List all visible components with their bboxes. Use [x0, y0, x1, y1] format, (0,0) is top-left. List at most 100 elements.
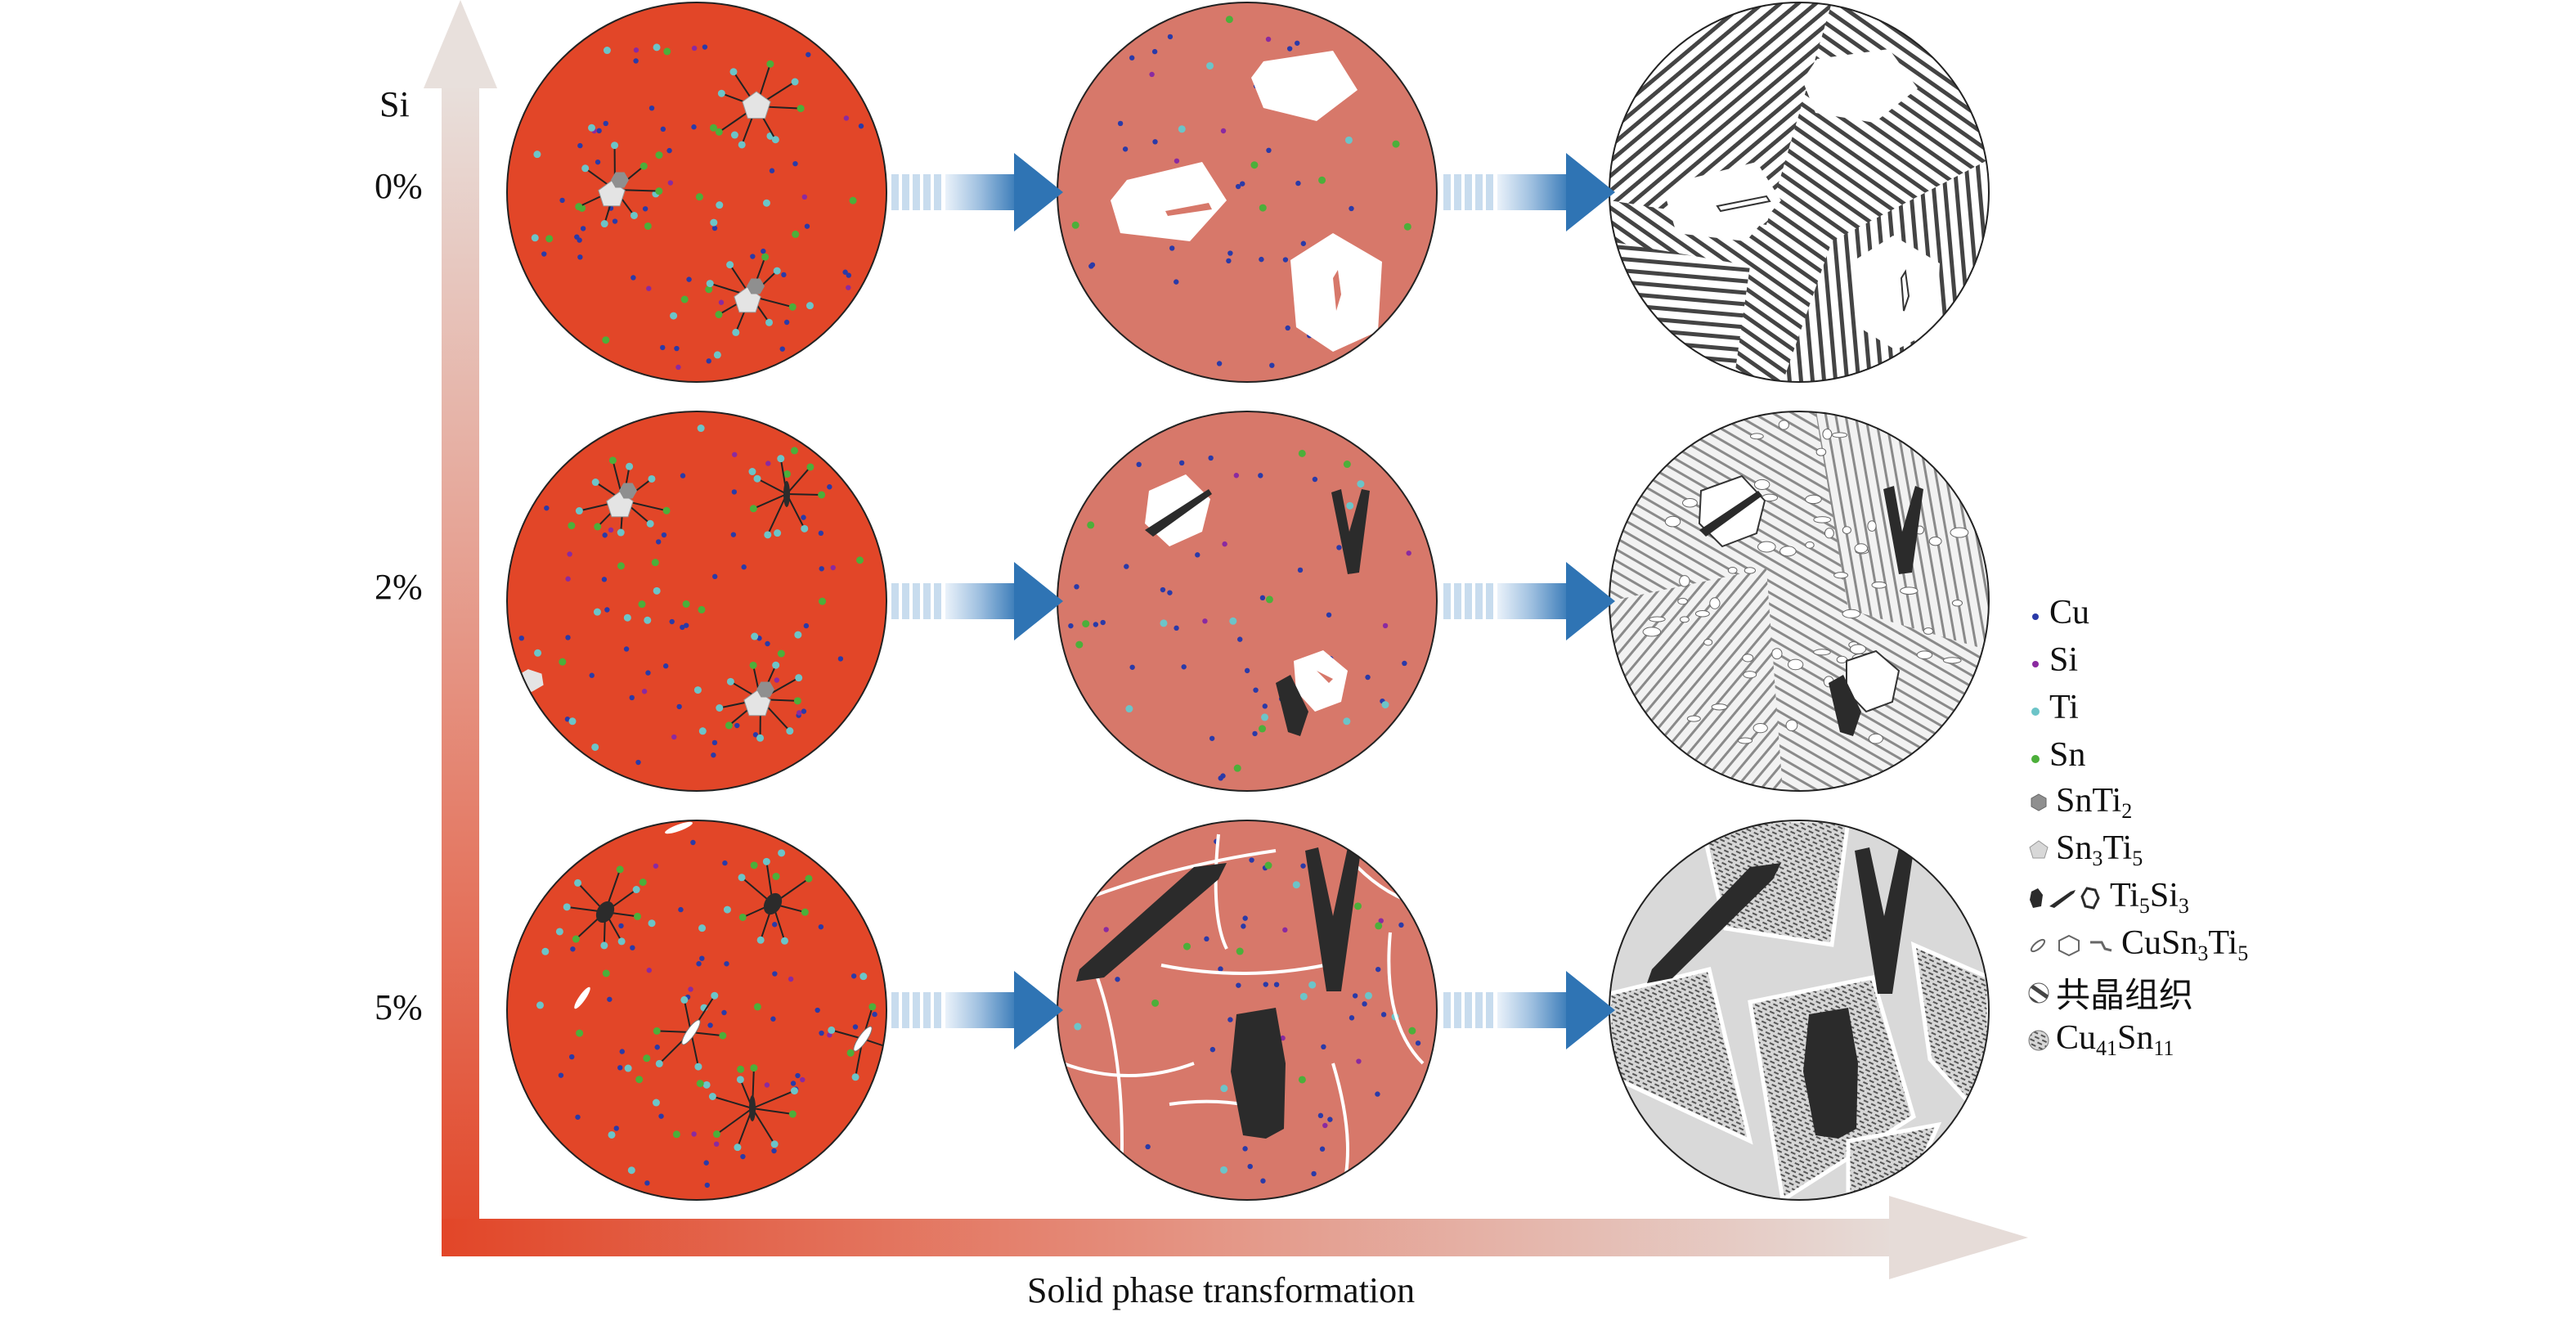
legend-si: Si [2026, 636, 2576, 684]
cusn3ti5-particle [1753, 723, 1767, 732]
y-axis-label: Si [379, 83, 410, 125]
cu-dot [644, 1180, 649, 1185]
cu-dot [662, 532, 666, 537]
atom-dot [609, 456, 617, 464]
sn-dot [1183, 943, 1191, 950]
atom-dot [640, 163, 648, 170]
cu-dot [740, 1154, 745, 1159]
si-dot [671, 735, 676, 739]
si-dot [719, 300, 724, 305]
cu-dot [731, 532, 736, 537]
sn-dot [697, 1080, 704, 1087]
ti-dot [698, 924, 706, 932]
atom-dot [777, 455, 784, 462]
atom-dot [655, 187, 662, 195]
cu-dot [1295, 41, 1299, 46]
cu-dot [660, 345, 665, 350]
si-dot [688, 986, 693, 991]
ti-dot [569, 717, 577, 725]
cu-dot [630, 945, 635, 950]
ti-dot [1308, 982, 1316, 989]
arrow-stripe [934, 583, 941, 619]
ti5si3-nucleus [749, 1095, 756, 1121]
cu-dot [1252, 731, 1257, 736]
sn-dot [1075, 641, 1083, 649]
cu-dot [1152, 139, 1157, 144]
arrow-stripe [1454, 992, 1461, 1028]
si-dot [774, 677, 779, 682]
cu-dot [1260, 1179, 1265, 1184]
cu-dot [1136, 462, 1141, 467]
cu-dot [691, 124, 696, 129]
atom-dot [648, 475, 655, 483]
cusn3ti5-particle [1643, 627, 1661, 636]
cu-dot [618, 923, 623, 928]
sn-dot [640, 878, 647, 886]
cu-dot [577, 254, 582, 259]
atom-dot [716, 311, 723, 318]
cu-dot [690, 840, 695, 845]
cu-dot [676, 704, 681, 709]
cu-dot [1258, 473, 1263, 478]
cu-dot [801, 514, 806, 519]
ti-dot [1220, 1085, 1227, 1092]
cu-dot [705, 1183, 710, 1188]
sn-dot [643, 1054, 650, 1062]
cu-dot [670, 619, 675, 624]
ti-dot [594, 609, 601, 616]
cu-dot [1266, 148, 1271, 153]
legend-ti5si3: Ti5Si3 [2026, 874, 2576, 921]
cu-dot [656, 539, 661, 544]
transition-arrow-2a [891, 971, 1063, 1049]
sn-dot [1234, 765, 1241, 772]
atom-dot [797, 105, 805, 112]
cu-dot [658, 1113, 663, 1118]
cu-dot [1336, 545, 1341, 550]
cu-dot [1115, 977, 1120, 982]
legend: Cu Si Ti Sn SnTi2 Sn3Ti5 Ti5 [2026, 589, 2576, 1063]
cusn3ti5-particle [1728, 568, 1737, 574]
cu-dot [645, 670, 650, 675]
cu-dot [1118, 121, 1123, 126]
cu-dot [853, 1024, 858, 1029]
arrow-stripe [923, 583, 931, 619]
cu-dot [722, 860, 727, 865]
cu-dot [1123, 146, 1128, 151]
cusn3ti5-particle [1814, 517, 1831, 523]
arrow-stripe [1486, 174, 1493, 210]
cu-dot [1226, 258, 1231, 263]
cu-dot [575, 1115, 580, 1120]
atom-dot [656, 1060, 663, 1067]
cu-dot [1218, 966, 1223, 971]
cu-dot [614, 1126, 619, 1130]
cusn3ti5-particle [1855, 544, 1867, 553]
ti-dot [774, 529, 781, 537]
cu-dot [699, 955, 704, 960]
cu-dot [569, 1054, 574, 1059]
cusn3ti5-particle [1678, 598, 1688, 604]
ti-dot [536, 1001, 544, 1009]
legend-cusn3ti5-label: CuSn3Ti5 [2121, 923, 2248, 966]
sn-dot [1072, 222, 1079, 229]
cu-dot-icon [2026, 600, 2044, 625]
atom-dot [729, 68, 737, 75]
cu-dot [1169, 245, 1174, 250]
cu-dot [602, 532, 607, 537]
arrow-stripe [1454, 174, 1461, 210]
atom-dot [801, 525, 808, 532]
cu-dot [1249, 857, 1254, 862]
arrow-stripe [1475, 583, 1483, 619]
cu-dot [1349, 206, 1353, 211]
atom-dot [726, 261, 734, 268]
cu-dot [819, 531, 824, 536]
cu-dot [604, 121, 608, 126]
melt-circles [507, 2, 907, 1200]
ti-dot [604, 47, 611, 54]
cu-dot [1160, 587, 1165, 592]
atom-dot [792, 79, 799, 86]
intermediate-circle-0 [1057, 2, 1437, 382]
arrow-stripe [891, 992, 899, 1028]
melt-background [507, 820, 886, 1200]
cu-dot [1375, 1091, 1380, 1096]
cu-dot [570, 946, 575, 951]
